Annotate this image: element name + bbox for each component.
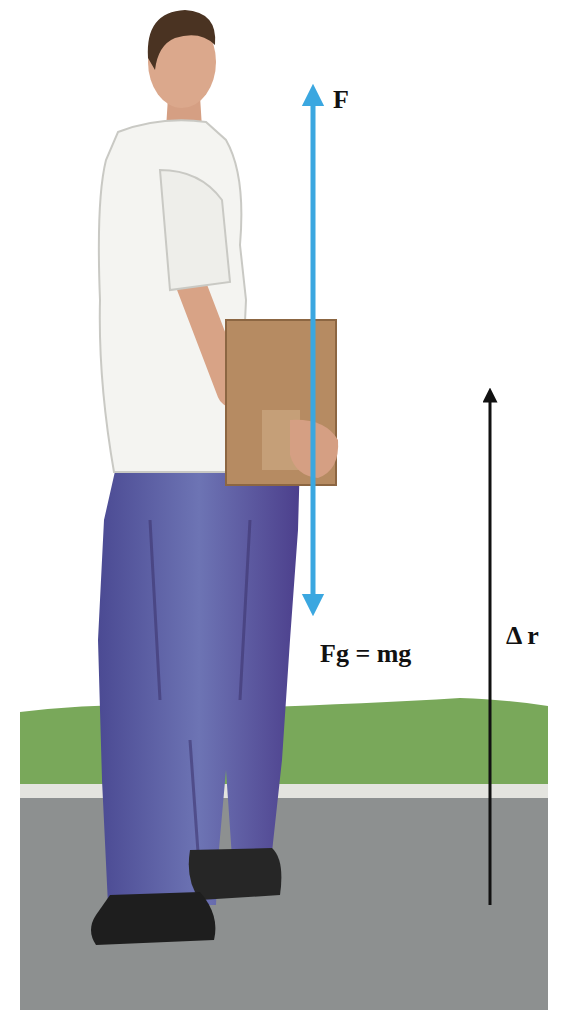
displacement-label-holder: Δ r bbox=[506, 622, 539, 651]
hair bbox=[148, 10, 215, 70]
shoe bbox=[189, 848, 282, 900]
jeans-folds bbox=[150, 520, 250, 880]
jeans bbox=[98, 458, 300, 905]
displacement-label: Δ r bbox=[506, 622, 539, 651]
shirt bbox=[99, 120, 246, 472]
force-label: F bbox=[333, 86, 349, 115]
force-label-holder: F bbox=[333, 86, 349, 115]
person-figure bbox=[91, 10, 338, 945]
gravity-force-label: Fg = mg bbox=[320, 640, 411, 669]
sleeve bbox=[160, 170, 230, 290]
curb bbox=[20, 784, 548, 798]
gravity-force-label-holder: Fg = mg bbox=[320, 640, 411, 669]
gravity-arrow bbox=[311, 486, 316, 605]
shoe bbox=[91, 892, 215, 945]
displacement-arrow bbox=[489, 395, 492, 905]
asphalt bbox=[20, 798, 548, 1010]
force-arrow bbox=[311, 95, 316, 486]
